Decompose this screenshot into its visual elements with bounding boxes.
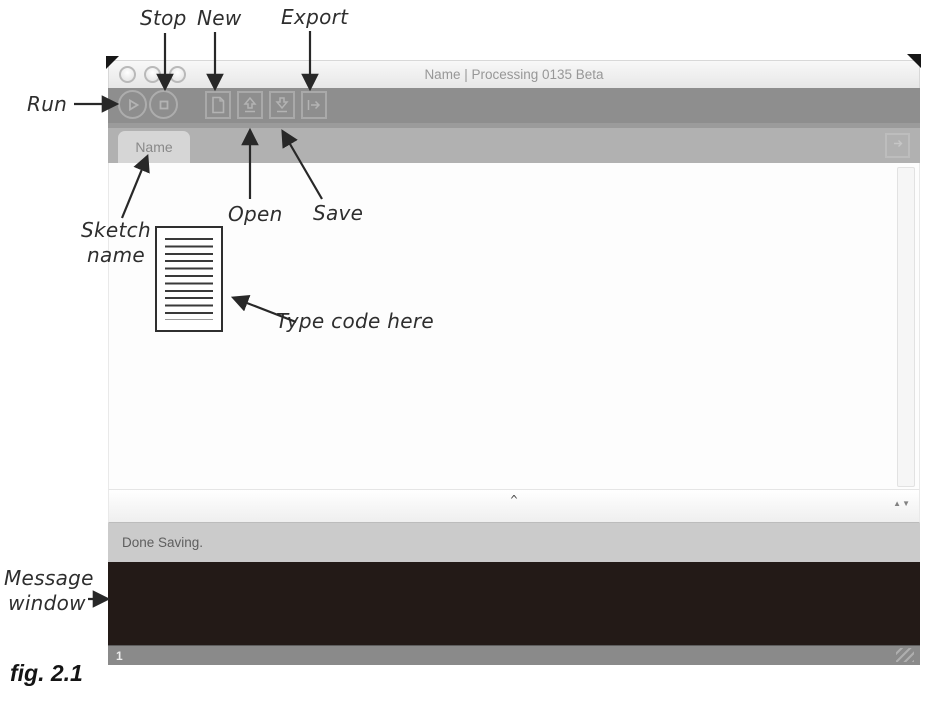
editor-scrollbar[interactable] xyxy=(897,167,915,487)
line-number: 1 xyxy=(116,649,123,663)
annotation-save: Save xyxy=(313,201,364,225)
page-curl-left xyxy=(106,56,119,69)
save-button[interactable] xyxy=(269,91,295,119)
code-editor-area[interactable] xyxy=(108,163,920,489)
stop-button[interactable] xyxy=(149,90,178,119)
sketch-tab[interactable]: Name xyxy=(118,131,190,163)
annotation-message-window-line1: Message xyxy=(4,566,94,590)
play-icon xyxy=(125,97,141,113)
status-bar: 1 xyxy=(108,645,920,665)
panel-splitter[interactable]: ^ ▲▼ xyxy=(108,489,920,523)
stop-icon xyxy=(156,97,172,113)
export-icon xyxy=(306,96,322,114)
splitter-grip-icon[interactable]: ^ xyxy=(510,493,518,507)
collapse-down-icon[interactable]: ▼ xyxy=(902,499,911,508)
run-button[interactable] xyxy=(118,90,147,119)
status-message: Done Saving. xyxy=(122,535,204,550)
annotation-run: Run xyxy=(27,92,68,116)
close-window-button[interactable] xyxy=(119,66,136,83)
page-curl-right xyxy=(907,54,921,68)
annotation-sketch-name: Sketch name xyxy=(80,218,152,268)
panel-collapse-buttons[interactable]: ▲▼ xyxy=(893,499,911,508)
open-button[interactable] xyxy=(237,91,263,119)
processing-ide-window: Name | Processing 0135 Beta xyxy=(108,60,920,665)
annotation-export: Export xyxy=(281,5,349,29)
figure-caption: fig. 2.1 xyxy=(10,660,83,686)
new-document-icon xyxy=(210,96,226,114)
sketch-tab-label: Name xyxy=(135,139,173,155)
annotation-type-code: Type code here xyxy=(276,309,434,333)
resize-grip[interactable] xyxy=(896,648,914,662)
window-title: Name | Processing 0135 Beta xyxy=(424,67,604,82)
annotation-new: New xyxy=(197,6,242,30)
annotation-stop: Stop xyxy=(140,6,187,30)
new-tab-icon xyxy=(891,137,904,155)
annotation-message-window-line2: window xyxy=(8,591,86,615)
annotation-sketch-name-line2: name xyxy=(87,243,145,267)
message-bar: Done Saving. xyxy=(108,523,920,562)
annotation-open: Open xyxy=(228,202,283,226)
code-lines-graphic xyxy=(165,238,213,320)
code-page-graphic xyxy=(155,226,223,332)
save-arrow-down-icon xyxy=(274,96,290,114)
annotation-message-window: Message window xyxy=(4,566,94,616)
export-button[interactable] xyxy=(301,91,327,119)
collapse-up-icon[interactable]: ▲ xyxy=(893,499,903,508)
toolbar xyxy=(108,88,920,123)
tab-menu-button[interactable] xyxy=(885,133,910,158)
tab-bar: Name xyxy=(108,123,920,163)
open-arrow-up-icon xyxy=(242,96,258,114)
annotation-sketch-name-line1: Sketch xyxy=(81,218,151,242)
new-button[interactable] xyxy=(205,91,231,119)
console-output xyxy=(108,562,920,645)
title-bar[interactable]: Name | Processing 0135 Beta xyxy=(108,60,920,88)
